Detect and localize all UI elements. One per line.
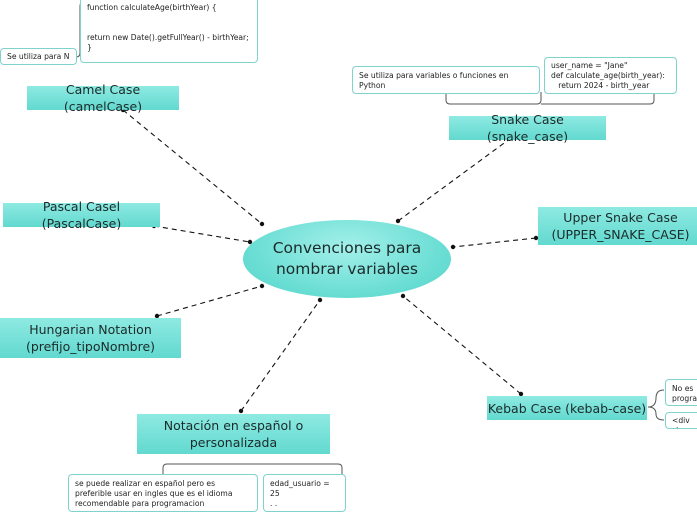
link-hungarian — [156, 285, 263, 317]
link-kebab — [402, 295, 522, 395]
kebab-code-note: <div cl — [665, 412, 697, 429]
link-camel — [122, 109, 263, 225]
topic-label: Snake Case (snake_case) — [486, 112, 569, 144]
link-spanish — [240, 299, 321, 412]
link-snake — [397, 137, 512, 222]
topic-hungarian-notation[interactable]: Hungarian Notation (prefijo_tipoNombre) — [0, 318, 181, 358]
link-dot — [518, 391, 524, 397]
camel-use-note: Se utiliza para N — [0, 48, 77, 65]
spanish-bracket — [162, 463, 343, 474]
topic-kebab-case[interactable]: Kebab Case (kebab-case) — [487, 396, 647, 420]
link-dot — [259, 283, 265, 289]
topic-spanish-notation[interactable]: Notación en español o personalizada — [137, 414, 330, 454]
link-upper — [452, 237, 537, 248]
kebab-use-note: No es progra — [665, 379, 697, 406]
link-pascal — [153, 225, 251, 243]
central-label: Convenciones para nombrar variables — [272, 239, 422, 278]
topic-camel-case[interactable]: Camel Case (camelCase) — [27, 82, 179, 114]
link-dot — [450, 244, 456, 250]
camel-code-note: function calculateAge(birthYear) { retur… — [80, 0, 258, 63]
spanish-code-note: edad_usuario = 25 . . — [263, 474, 346, 512]
link-dot — [400, 293, 406, 299]
topic-label: Pascal Casel (PascalCase) — [41, 199, 122, 231]
topic-label: Hungarian Notation (prefijo_tipoNombre) — [25, 322, 156, 354]
topic-label: Notación en español o personalizada — [163, 418, 304, 450]
link-dot — [317, 297, 323, 303]
link-dot — [259, 221, 265, 227]
link-dot — [154, 313, 160, 319]
topic-label: Upper Snake Case (UPPER_SNAKE_CASE) — [551, 210, 690, 242]
link-dot — [395, 218, 401, 224]
central-topic[interactable]: Convenciones para nombrar variables — [243, 220, 451, 298]
link-dot — [238, 408, 244, 414]
link-dot — [533, 235, 539, 241]
snake-bracket — [445, 92, 655, 105]
snake-code-note: user_name = "Jane" def calculate_age(bir… — [544, 57, 677, 94]
topic-pascal-case[interactable]: Pascal Casel (PascalCase) — [3, 199, 160, 231]
topic-upper-snake-case[interactable]: Upper Snake Case (UPPER_SNAKE_CASE) — [538, 207, 697, 245]
kebab-bracket — [647, 389, 665, 421]
snake-use-note: Se utiliza para variables o funciones en… — [352, 66, 540, 94]
spanish-use-note: se puede realizar en español pero es pre… — [68, 474, 258, 512]
topic-snake-case[interactable]: Snake Case (snake_case) — [449, 112, 606, 144]
topic-label: Camel Case (camelCase) — [63, 82, 143, 114]
topic-label: Kebab Case (kebab-case) — [487, 400, 647, 416]
